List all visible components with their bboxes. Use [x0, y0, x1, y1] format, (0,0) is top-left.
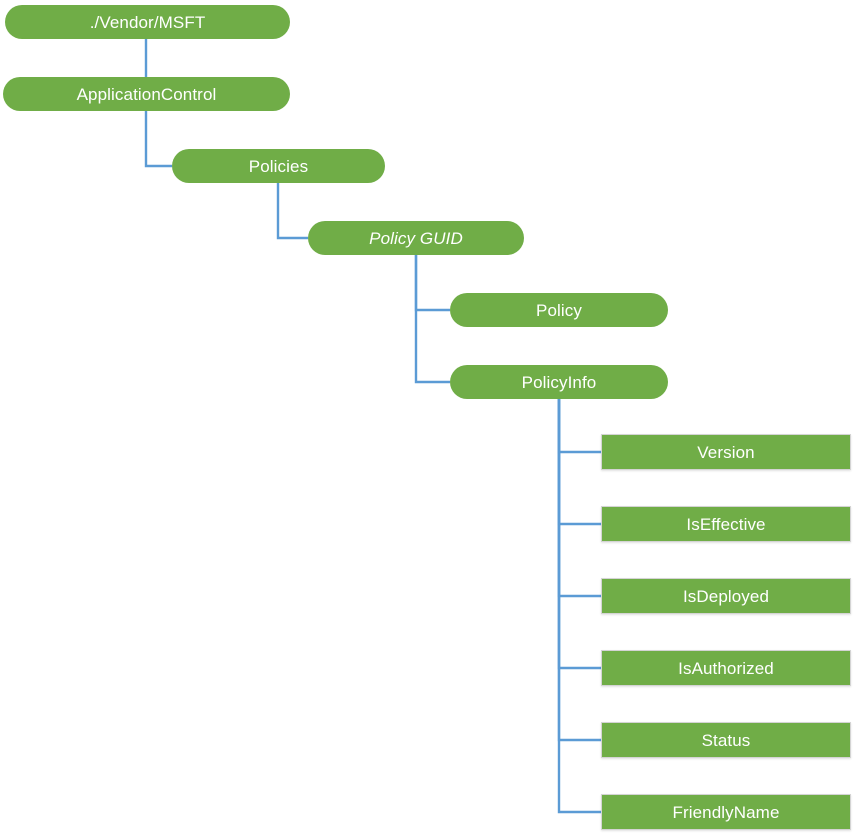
node-is-authorized[interactable]: IsAuthorized [601, 650, 851, 686]
node-policy-info[interactable]: PolicyInfo [450, 365, 668, 399]
connector-policies-to-policyguid [276, 183, 308, 240]
node-friendly-name[interactable]: FriendlyName [601, 794, 851, 830]
node-application-control[interactable]: ApplicationControl [3, 77, 290, 111]
connector-policyinfo-to-friendlyname [557, 399, 601, 814]
node-is-effective[interactable]: IsEffective [601, 506, 851, 542]
node-policy[interactable]: Policy [450, 293, 668, 327]
connector-policyinfo-to-iseffective [557, 399, 601, 526]
connector-policyinfo-to-status [557, 399, 601, 742]
connector-policyguid-to-policy [414, 255, 450, 312]
connector-policyinfo-to-isdeployed [557, 399, 601, 598]
node-status[interactable]: Status [601, 722, 851, 758]
node-policies[interactable]: Policies [172, 149, 385, 183]
connector-policyinfo-to-isauthorized [557, 399, 601, 670]
node-is-deployed[interactable]: IsDeployed [601, 578, 851, 614]
connector-policyguid-to-policyinfo [414, 255, 450, 384]
node-vendor-msft[interactable]: ./Vendor/MSFT [5, 5, 290, 39]
connector-policyinfo-to-version [557, 399, 601, 454]
node-policy-guid[interactable]: Policy GUID [308, 221, 524, 255]
node-version[interactable]: Version [601, 434, 851, 470]
connector-appcontrol-to-policies [144, 111, 172, 168]
